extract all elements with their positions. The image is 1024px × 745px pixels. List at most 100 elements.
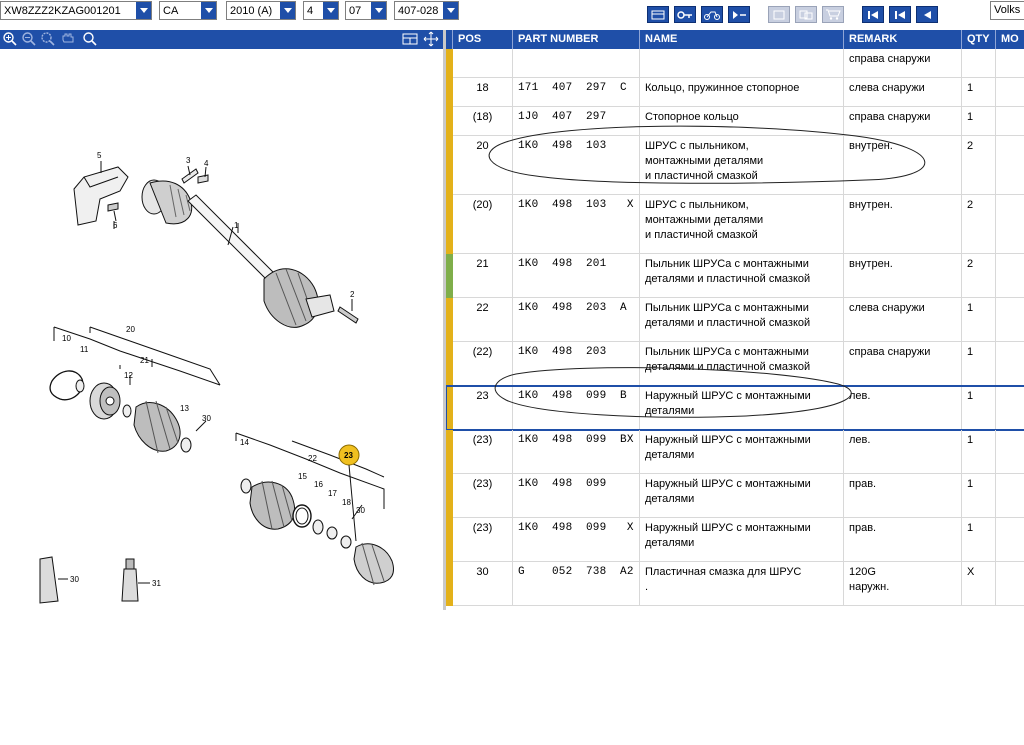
column-header-model[interactable]: MO bbox=[996, 30, 1024, 49]
row-stripe bbox=[446, 386, 453, 430]
skip-back-icon bbox=[868, 10, 878, 19]
cart-icon bbox=[826, 9, 841, 20]
highlighted-callout[interactable]: 23 bbox=[338, 444, 360, 542]
copy-button[interactable] bbox=[795, 6, 817, 23]
callout-label: 31 bbox=[152, 579, 161, 588]
play-forward-button[interactable] bbox=[728, 6, 750, 23]
move-button[interactable] bbox=[423, 31, 439, 47]
cell-part-number: 1K0 498 099 BX bbox=[513, 430, 640, 474]
column-header-pos[interactable]: POS bbox=[453, 30, 513, 49]
back-button[interactable] bbox=[916, 6, 938, 23]
column-header-qty[interactable]: QTY bbox=[962, 30, 996, 49]
motorbike-icon bbox=[704, 11, 720, 20]
illustration-select[interactable]: 407-028 bbox=[394, 1, 459, 20]
chevron-down-icon[interactable] bbox=[323, 2, 338, 19]
zoom-area-icon bbox=[41, 32, 55, 46]
row-stripe bbox=[446, 430, 453, 474]
cell-name: Пыльник ШРУСа с монтажными деталями и пл… bbox=[640, 298, 844, 342]
diagram-toolbar bbox=[0, 30, 443, 49]
table-row[interactable]: справа снаружи bbox=[446, 49, 1024, 78]
cell-qty: X bbox=[962, 562, 996, 606]
callout-label: 14 bbox=[240, 438, 249, 447]
cell-model bbox=[996, 474, 1024, 518]
cell-remark: справа снаружи bbox=[844, 49, 962, 78]
parts-table: POS PART NUMBER NAME REMARK QTY MO справ… bbox=[446, 30, 1024, 610]
cell-model bbox=[996, 518, 1024, 562]
grease-tube-part bbox=[39, 556, 59, 604]
layout-button[interactable] bbox=[402, 31, 418, 47]
key-button[interactable] bbox=[674, 6, 696, 23]
callout-label: 21 bbox=[140, 356, 149, 365]
cell-pos: (22) bbox=[453, 342, 513, 386]
model-select[interactable]: Volks bbox=[990, 1, 1024, 20]
callout-label: 15 bbox=[298, 472, 307, 481]
chevron-down-icon[interactable] bbox=[136, 2, 151, 19]
vin-select[interactable]: XW8ZZZ2KZAG001201 bbox=[0, 1, 152, 20]
callout-label: 20 bbox=[126, 325, 135, 334]
cell-name: Наружный ШРУС с монтажными деталями bbox=[640, 474, 844, 518]
chevron-down-icon[interactable] bbox=[443, 2, 458, 19]
chevron-down-icon[interactable] bbox=[280, 2, 295, 19]
cell-remark: справа снаружи bbox=[844, 107, 962, 136]
column-header-remark[interactable]: REMARK bbox=[844, 30, 962, 49]
chevron-down-icon[interactable] bbox=[201, 2, 216, 19]
step-back-icon bbox=[895, 10, 905, 19]
cell-remark: внутрен. bbox=[844, 254, 962, 298]
column-header-part-number[interactable]: PART NUMBER bbox=[513, 30, 640, 49]
pan-button[interactable] bbox=[60, 31, 76, 47]
copy-icon bbox=[799, 10, 813, 19]
stripe-header bbox=[446, 30, 453, 49]
cell-pos bbox=[453, 49, 513, 78]
vehicle-button[interactable] bbox=[701, 6, 723, 23]
row-stripe bbox=[446, 195, 453, 254]
sub-group-select[interactable]: 07 bbox=[345, 1, 387, 20]
cell-name: ШРУС с пыльником, монтажными деталями и … bbox=[640, 136, 844, 195]
callout-label: 30 bbox=[70, 575, 79, 584]
panel-splitter[interactable] bbox=[443, 30, 446, 610]
column-header-name[interactable]: NAME bbox=[640, 30, 844, 49]
previous-page-button[interactable] bbox=[889, 6, 911, 23]
print-button[interactable] bbox=[768, 6, 790, 23]
cell-remark: лев. bbox=[844, 386, 962, 430]
year-select[interactable]: 2010 (A) bbox=[226, 1, 296, 20]
cell-part-number: 1K0 498 201 bbox=[513, 254, 640, 298]
zoom-out-button[interactable] bbox=[21, 31, 37, 47]
zoom-fit-button[interactable] bbox=[82, 31, 98, 47]
zoom-in-button[interactable] bbox=[2, 31, 18, 47]
list-view-button[interactable] bbox=[647, 6, 669, 23]
cell-name: Наружный ШРУС с монтажными деталями bbox=[640, 386, 844, 430]
cell-qty: 2 bbox=[962, 254, 996, 298]
callout-label: 5 bbox=[97, 151, 102, 160]
callout-label: 17 bbox=[328, 489, 337, 498]
market-select[interactable]: CA bbox=[159, 1, 217, 20]
move-arrows-icon bbox=[423, 31, 439, 47]
cell-name: ШРУС с пыльником, монтажными деталями и … bbox=[640, 195, 844, 254]
cell-qty: 1 bbox=[962, 298, 996, 342]
first-page-button[interactable] bbox=[862, 6, 884, 23]
year-value: 2010 (A) bbox=[230, 4, 273, 17]
market-value: CA bbox=[163, 4, 179, 17]
chevron-down-icon[interactable] bbox=[371, 2, 386, 19]
cell-part-number: 1K0 498 099 bbox=[513, 474, 640, 518]
cell-model bbox=[996, 430, 1024, 474]
zoom-area-button[interactable] bbox=[40, 31, 56, 47]
cell-pos: 20 bbox=[453, 136, 513, 195]
row-stripe bbox=[446, 107, 453, 136]
cart-button[interactable] bbox=[822, 6, 844, 23]
triangle-left-icon bbox=[924, 10, 931, 19]
cell-pos: 23 bbox=[453, 386, 513, 430]
main-group-select[interactable]: 4 bbox=[303, 1, 339, 20]
callout-label: 16 bbox=[314, 480, 323, 489]
